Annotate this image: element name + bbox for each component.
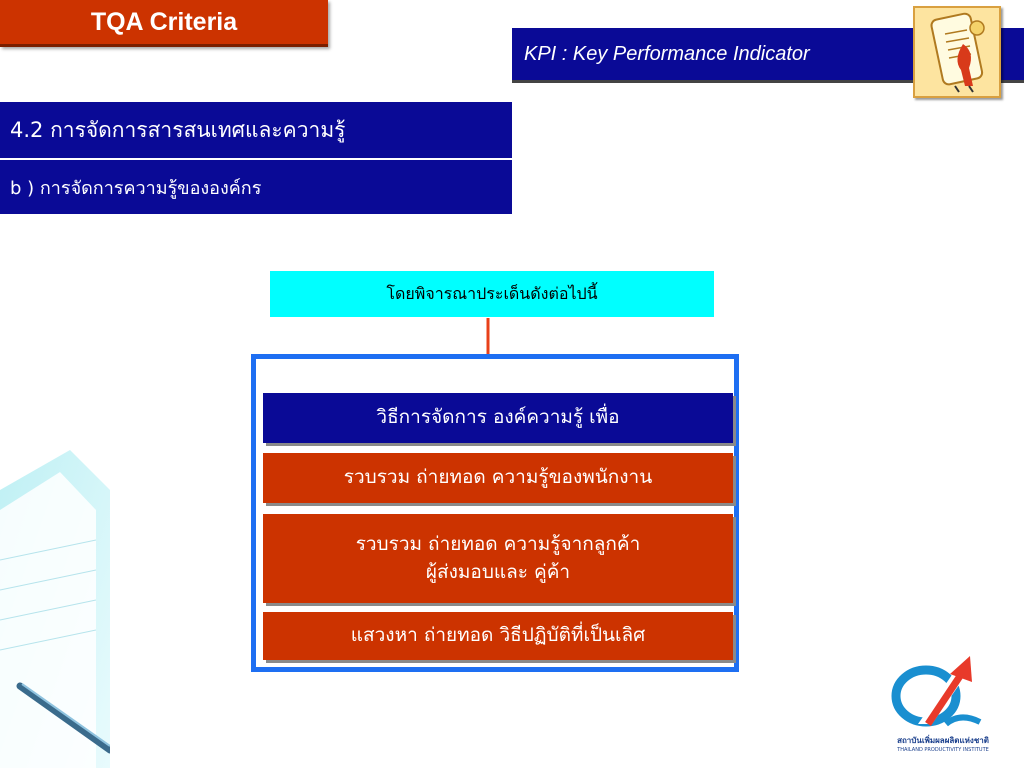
scroll-character-icon xyxy=(913,6,1001,98)
section-heading: 4.2 การจัดการสารสนเทศและความรู้ xyxy=(0,102,512,160)
section-subheading-text: b ) การจัดการความรู้ขององค์กร xyxy=(10,177,262,199)
tpi-logo: สถาบันเพิ่มผลผลิตแห่งชาติ THAILAND PRODU… xyxy=(888,652,998,753)
item-customer-knowledge: รวบรวม ถ่ายทอด ความรู้จากลูกค้า ผู้ส่งมอ… xyxy=(263,514,733,603)
item-line: แสวงหา ถ่ายทอด วิธีปฏิบัติที่เป็นเลิศ xyxy=(350,624,646,647)
item-line: รวบรวม ถ่ายทอด ความรู้จากลูกค้า xyxy=(355,532,641,555)
logo-text-en: THAILAND PRODUCTIVITY INSTITUTE xyxy=(897,747,989,753)
logo-text-th: สถาบันเพิ่มผลผลิตแห่งชาติ xyxy=(897,736,989,745)
tpi-logo-mark xyxy=(891,656,982,727)
item-best-practice: แสวงหา ถ่ายทอด วิธีปฏิบัติที่เป็นเลิศ xyxy=(263,612,733,660)
intro-box: โดยพิจารณาประเด็นดังต่อไปนี้ xyxy=(270,271,714,317)
tqa-criteria-title: TQA Criteria xyxy=(0,0,328,47)
section-subheading: b ) การจัดการความรู้ขององค์กร xyxy=(0,160,512,214)
method-title-box: วิธีการจัดการ องค์ความรู้ เพื่อ xyxy=(263,393,733,443)
notepad-pen-icon xyxy=(0,450,110,768)
section-heading-text: 4.2 การจัดการสารสนเทศและความรู้ xyxy=(10,117,346,142)
kpi-subtitle: KPI : Key Performance Indicator xyxy=(524,42,810,65)
item-line: รวบรวม ถ่ายทอด ความรู้ของพนักงาน xyxy=(343,466,653,489)
item-employee-knowledge: รวบรวม ถ่ายทอด ความรู้ของพนักงาน xyxy=(263,453,733,503)
item-line-2: ผู้ส่งมอบและ คู่ค้า xyxy=(425,560,571,583)
